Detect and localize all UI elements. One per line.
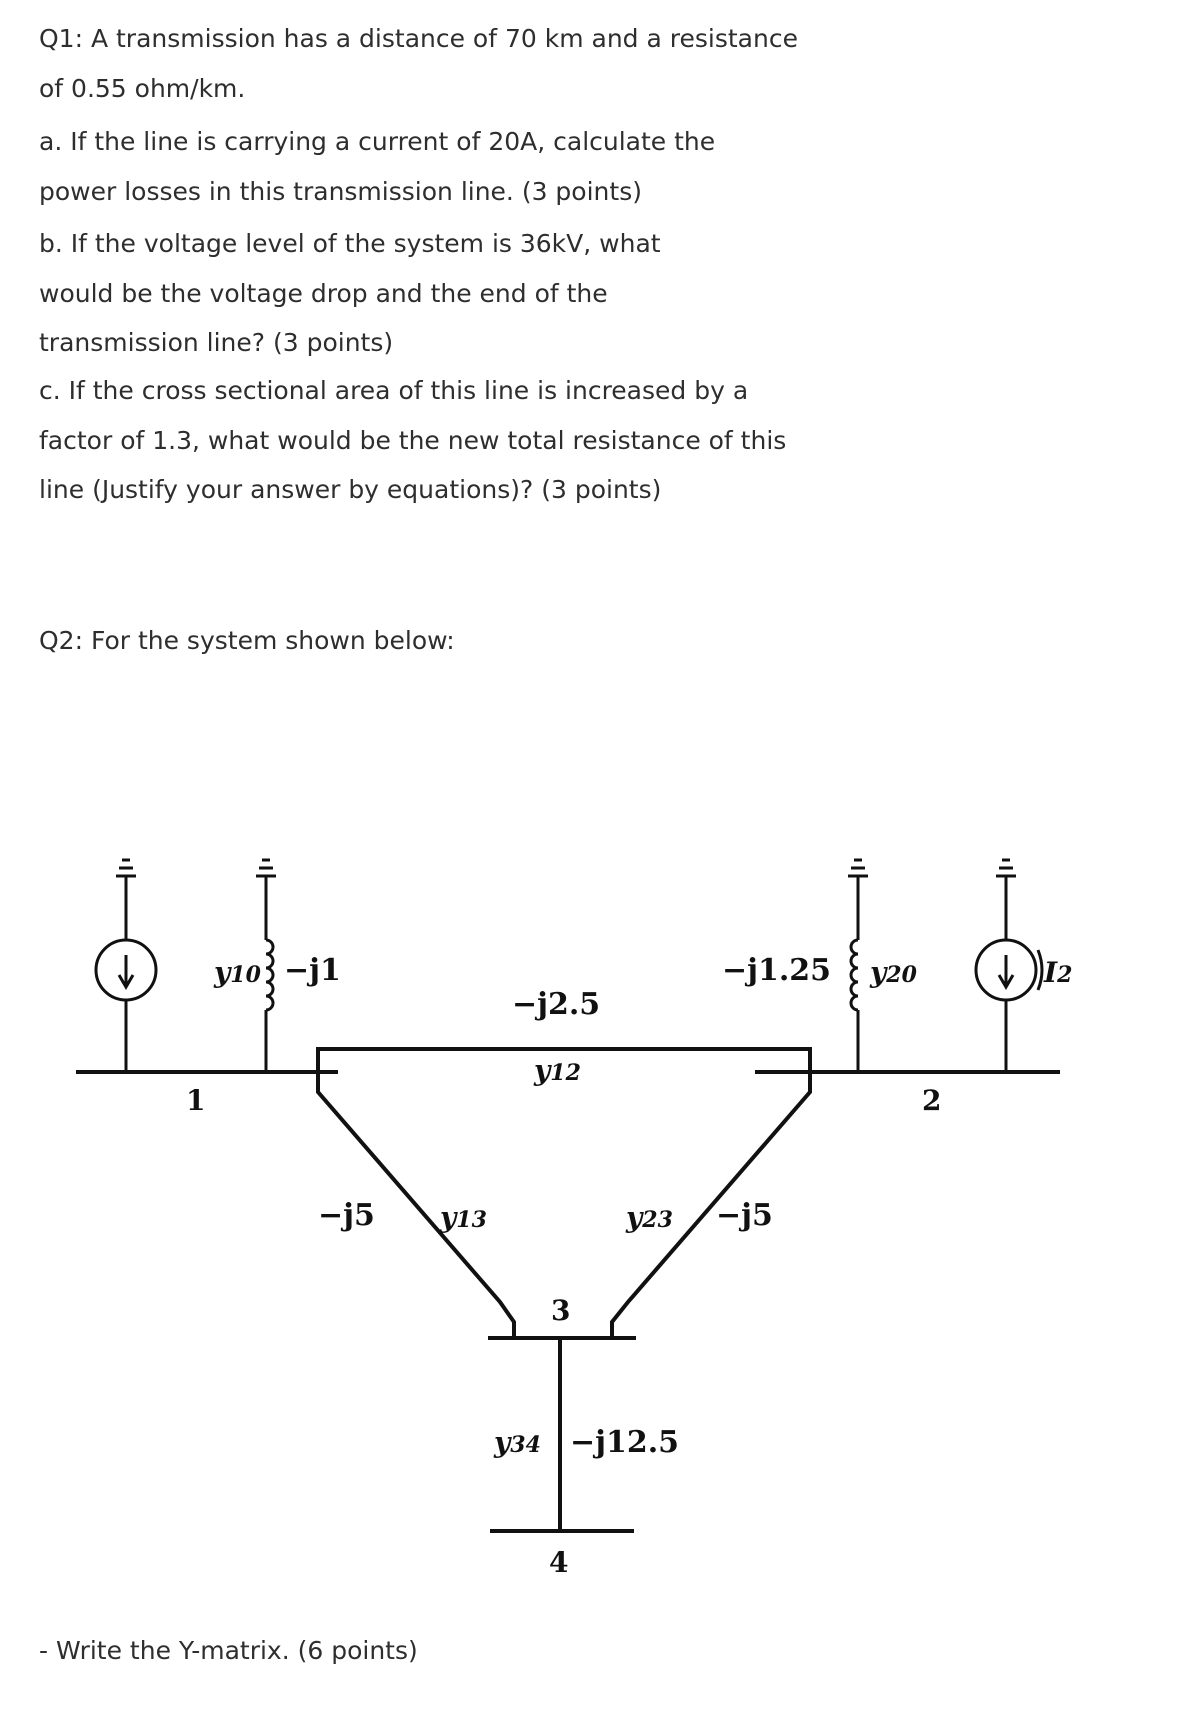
q1-part-b: b. If the voltage level of the system is…	[39, 229, 661, 357]
y20-value: −j1.25	[722, 953, 831, 988]
y12-value: −j2.5	[512, 987, 600, 1022]
i2-label: I2	[1043, 956, 1072, 989]
bus-4-label: 4	[549, 1546, 568, 1579]
y12-label: y12	[533, 1054, 581, 1087]
arrow-down-icon	[117, 955, 135, 990]
y13-value: −j5	[318, 1198, 375, 1233]
bus-2-label: 2	[922, 1084, 941, 1117]
y34-label: y34	[493, 1426, 541, 1459]
q1-intro: Q1: A transmission has a distance of 70 …	[39, 24, 798, 103]
bus-3-label: 3	[551, 1294, 570, 1327]
y23-label: y23	[625, 1201, 673, 1234]
q1-part-c: c. If the cross sectional area of this l…	[39, 376, 787, 504]
y34-value: −j12.5	[570, 1425, 679, 1460]
power-system-diagram: 1 2 3 4 −j2.5 y12 −j5 y13 y23 −j5 y34 −j…	[76, 858, 1072, 1579]
ground-icon	[256, 858, 276, 878]
y20-label: y20	[869, 956, 918, 989]
line-y13	[316, 1072, 516, 1338]
arrow-down-icon	[997, 955, 1015, 990]
bracket-icon	[1036, 949, 1044, 991]
q2-intro: Q2: For the system shown below:	[39, 626, 455, 655]
ground-icon	[996, 858, 1016, 878]
shunt-y10	[264, 876, 275, 1072]
shunt-y20	[849, 876, 860, 1072]
y23-value: −j5	[716, 1198, 773, 1233]
q2-task: - Write the Y-matrix. (6 points)	[39, 1636, 418, 1665]
line-y23	[610, 1072, 812, 1338]
y10-label: y10	[213, 956, 262, 989]
y13-label: y13	[439, 1201, 487, 1234]
ground-icon	[116, 858, 136, 878]
current-source-1	[94, 876, 158, 1072]
bus-2: 2	[755, 1070, 1060, 1117]
bus-1: 1	[76, 1070, 338, 1117]
ground-icon	[848, 858, 868, 878]
bus-4: 4	[490, 1529, 634, 1579]
y10-value: −j1	[284, 953, 341, 988]
line-y12	[316, 1047, 812, 1072]
current-source-2	[974, 876, 1038, 1072]
q1-part-a: a. If the line is carrying a current of …	[39, 127, 716, 206]
bus-1-label: 1	[186, 1084, 205, 1117]
